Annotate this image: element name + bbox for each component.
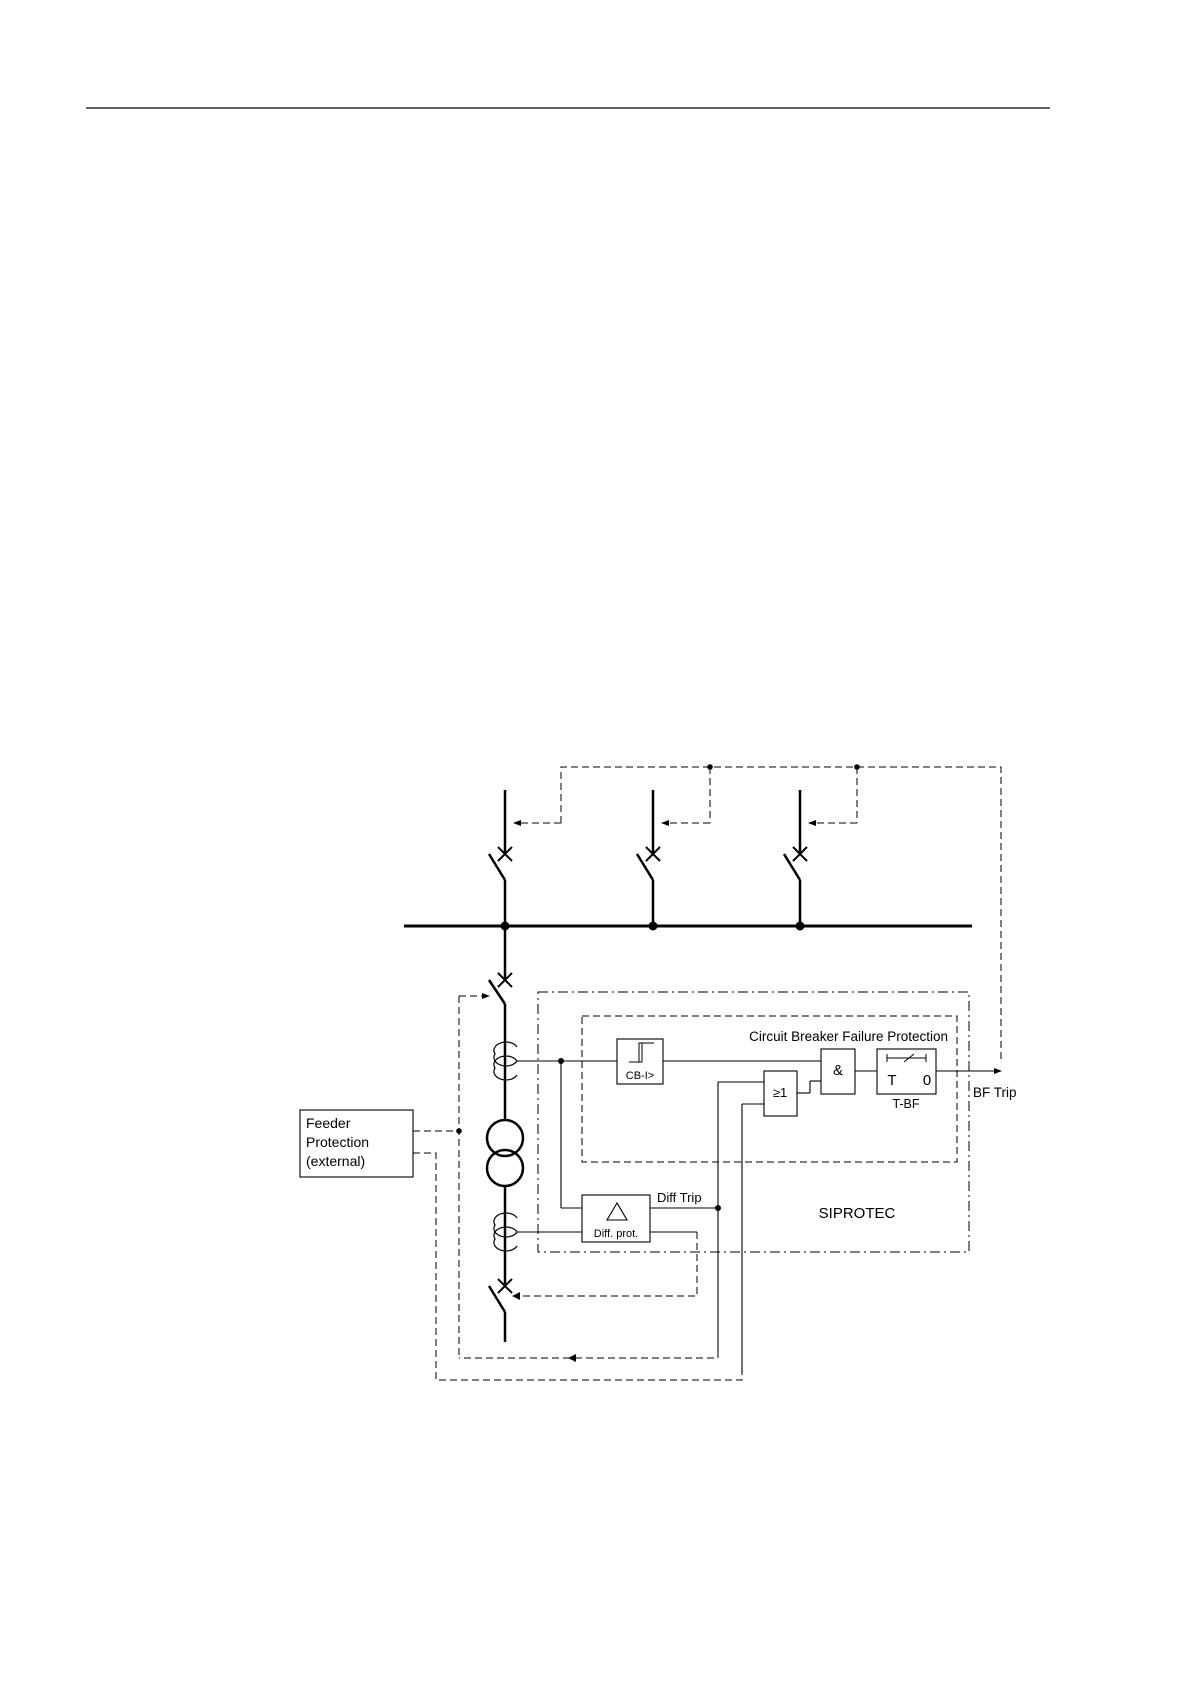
bottom-loop-arrow: [568, 1354, 576, 1362]
feeder-3: [784, 790, 807, 926]
bf-trip-label: BF Trip: [973, 1085, 1017, 1100]
busbar-node-3: [796, 922, 805, 931]
feeder-protection: Feeder Protection (external): [300, 1110, 413, 1177]
or-gate-label: ≥1: [773, 1085, 787, 1100]
junction-top-1: [707, 764, 713, 770]
timer-zero: 0: [923, 1072, 931, 1089]
busbar-node-2: [649, 922, 658, 931]
main-feeder: [489, 926, 512, 1342]
diff-prot-label: Diff. prot.: [594, 1228, 638, 1240]
feeder-line1: Feeder: [306, 1115, 351, 1131]
junction-diff-trip: [715, 1205, 721, 1211]
timer-name: T-BF: [892, 1097, 919, 1111]
diff-trip-label: Diff Trip: [657, 1190, 702, 1205]
diff-protection: Diff. prot.: [582, 1195, 650, 1242]
junction-top-2: [854, 764, 860, 770]
and-gate-label: &: [833, 1062, 843, 1079]
timer-t: T: [887, 1072, 896, 1089]
feeder-1: [489, 790, 512, 926]
junction-ct-tap: [558, 1058, 564, 1064]
cb-i-label: CB-I>: [626, 1070, 654, 1082]
cb-current-detector: CB-I>: [617, 1039, 663, 1084]
timer-block: T 0 T-BF: [877, 1049, 936, 1111]
and-gate: &: [821, 1049, 855, 1094]
power-transformer: [487, 1120, 523, 1186]
feeder-2: [637, 790, 660, 926]
siprotec-label: SIPROTEC: [819, 1205, 896, 1222]
lower-breaker-arrow: [512, 1292, 520, 1300]
cbf-box-title: Circuit Breaker Failure Protection: [749, 1029, 948, 1044]
feeder-line3: (external): [306, 1153, 365, 1169]
feeder-line2: Protection: [306, 1134, 369, 1150]
or-gate: ≥1: [764, 1071, 797, 1116]
junction-feeder: [456, 1128, 462, 1134]
